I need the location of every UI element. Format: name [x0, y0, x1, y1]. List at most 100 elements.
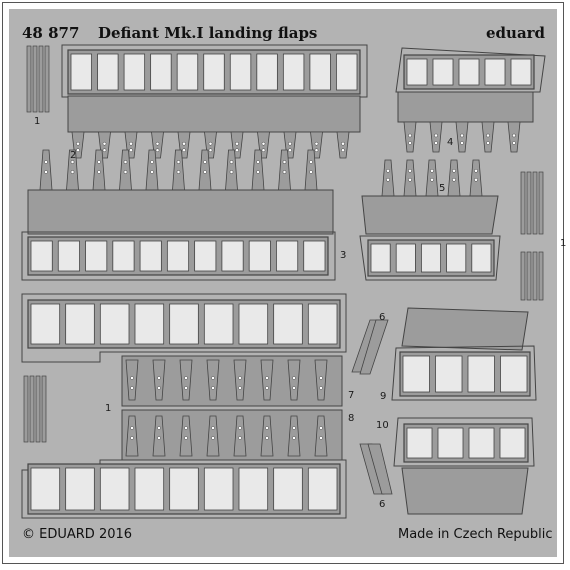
- strip: [32, 45, 38, 113]
- panel-cell: [123, 53, 146, 91]
- part-label-1: 1: [34, 116, 41, 127]
- part-9-10-right-flaps: [391, 307, 537, 515]
- hinge-tab: [314, 415, 328, 457]
- rivet-hole: [261, 141, 266, 146]
- set-number: 48 877: [22, 24, 80, 42]
- panel-cell: [166, 240, 190, 272]
- rivet-hole: [235, 148, 239, 153]
- panel-cell: [203, 467, 234, 511]
- panel-cell: [256, 53, 278, 91]
- rivet-hole: [229, 170, 234, 174]
- strip: [538, 251, 544, 301]
- panel-cell: [432, 58, 454, 86]
- rivet-hole: [203, 160, 207, 164]
- rivet-hole: [130, 376, 134, 380]
- rivet-hole: [238, 376, 242, 380]
- rivet-hole: [129, 148, 133, 153]
- rivet-hole: [282, 170, 287, 174]
- rivet-hole: [430, 177, 434, 182]
- strip: [538, 171, 544, 235]
- rivet-hole: [102, 141, 107, 146]
- rivet-hole: [408, 168, 412, 173]
- panel-cell: [65, 467, 95, 511]
- rivet-hole: [155, 141, 160, 146]
- panel-cell: [134, 467, 165, 511]
- rivet-hole: [341, 148, 345, 153]
- hinge-tab: [287, 415, 301, 457]
- sprue-frame: [21, 293, 347, 363]
- origin-text: Made in Czech Republic: [398, 527, 553, 542]
- rivet-hole: [256, 160, 260, 164]
- sheet-outline: [2, 2, 564, 564]
- rivet-hole: [150, 170, 154, 174]
- part-label-1: 1: [105, 403, 112, 414]
- sprue-frame: [359, 235, 501, 281]
- hinge-tab: [125, 359, 139, 401]
- strip: [41, 375, 47, 443]
- panel-cell: [70, 53, 92, 91]
- rivet-hole: [341, 141, 345, 146]
- panel-cell: [273, 303, 303, 345]
- hinge-band: [361, 195, 499, 235]
- rivet-hole: [292, 376, 296, 380]
- hinge-band: [67, 95, 361, 133]
- hinge-tab: [179, 415, 193, 457]
- hinge-tab: [206, 359, 220, 401]
- rivet-hole: [292, 386, 296, 390]
- panel-cell: [402, 355, 430, 393]
- small-part: [367, 443, 393, 495]
- rivet-hole: [486, 141, 490, 145]
- rivet-hole: [176, 170, 181, 174]
- rivet-hole: [265, 376, 269, 380]
- rivet-hole: [460, 141, 464, 145]
- panel-cell: [150, 53, 172, 91]
- hinge-tab: [39, 149, 53, 191]
- rivet-hole: [460, 133, 464, 138]
- panel-cell: [282, 53, 305, 91]
- rivet-hole: [102, 148, 107, 153]
- rivet-hole: [157, 376, 161, 380]
- rivet-hole: [319, 376, 323, 380]
- strip: [38, 45, 44, 113]
- hinge-tab: [287, 359, 301, 401]
- panel-cell: [99, 303, 130, 345]
- panel-cell: [194, 240, 217, 272]
- panel-cell: [221, 240, 244, 272]
- rivet-hole: [123, 170, 128, 174]
- rivet-hole: [309, 170, 313, 174]
- panel-cell: [273, 467, 303, 511]
- rivet-hole: [211, 386, 215, 390]
- rivet-hole: [408, 177, 412, 182]
- part-4-5-small-flaps: [359, 47, 546, 281]
- strip: [44, 45, 50, 113]
- rivet-hole: [434, 141, 438, 145]
- part-label-5: 5: [439, 183, 446, 194]
- panel-cell: [30, 303, 61, 345]
- copyright-text: © EDUARD 2016: [22, 527, 133, 542]
- sheet-title: Defiant Mk.I landing flaps: [98, 24, 318, 42]
- panel-cell: [203, 303, 234, 345]
- rivet-hole: [319, 426, 323, 430]
- hinge-tab: [233, 415, 247, 457]
- rivet-hole: [184, 376, 188, 380]
- panel-cell: [406, 58, 428, 86]
- part-label-7: 7: [348, 390, 355, 401]
- rivet-hole: [123, 160, 128, 164]
- part-6-pieces: [351, 319, 393, 495]
- rivet-hole: [182, 148, 186, 153]
- panel-cell: [134, 303, 165, 345]
- panel-cell: [169, 467, 199, 511]
- rivet-hole: [208, 148, 213, 153]
- panel-cell: [112, 240, 135, 272]
- part-label-8: 8: [348, 413, 355, 424]
- rivet-hole: [176, 160, 181, 164]
- panel-cell: [446, 243, 467, 273]
- panel-cell: [468, 427, 495, 459]
- panel-cell: [238, 303, 269, 345]
- rivet-hole: [434, 133, 438, 138]
- panel-cell: [97, 53, 119, 91]
- panel-cell: [169, 303, 199, 345]
- panel-cell: [406, 427, 433, 459]
- panel-cell: [276, 240, 299, 272]
- rivet-hole: [130, 386, 134, 390]
